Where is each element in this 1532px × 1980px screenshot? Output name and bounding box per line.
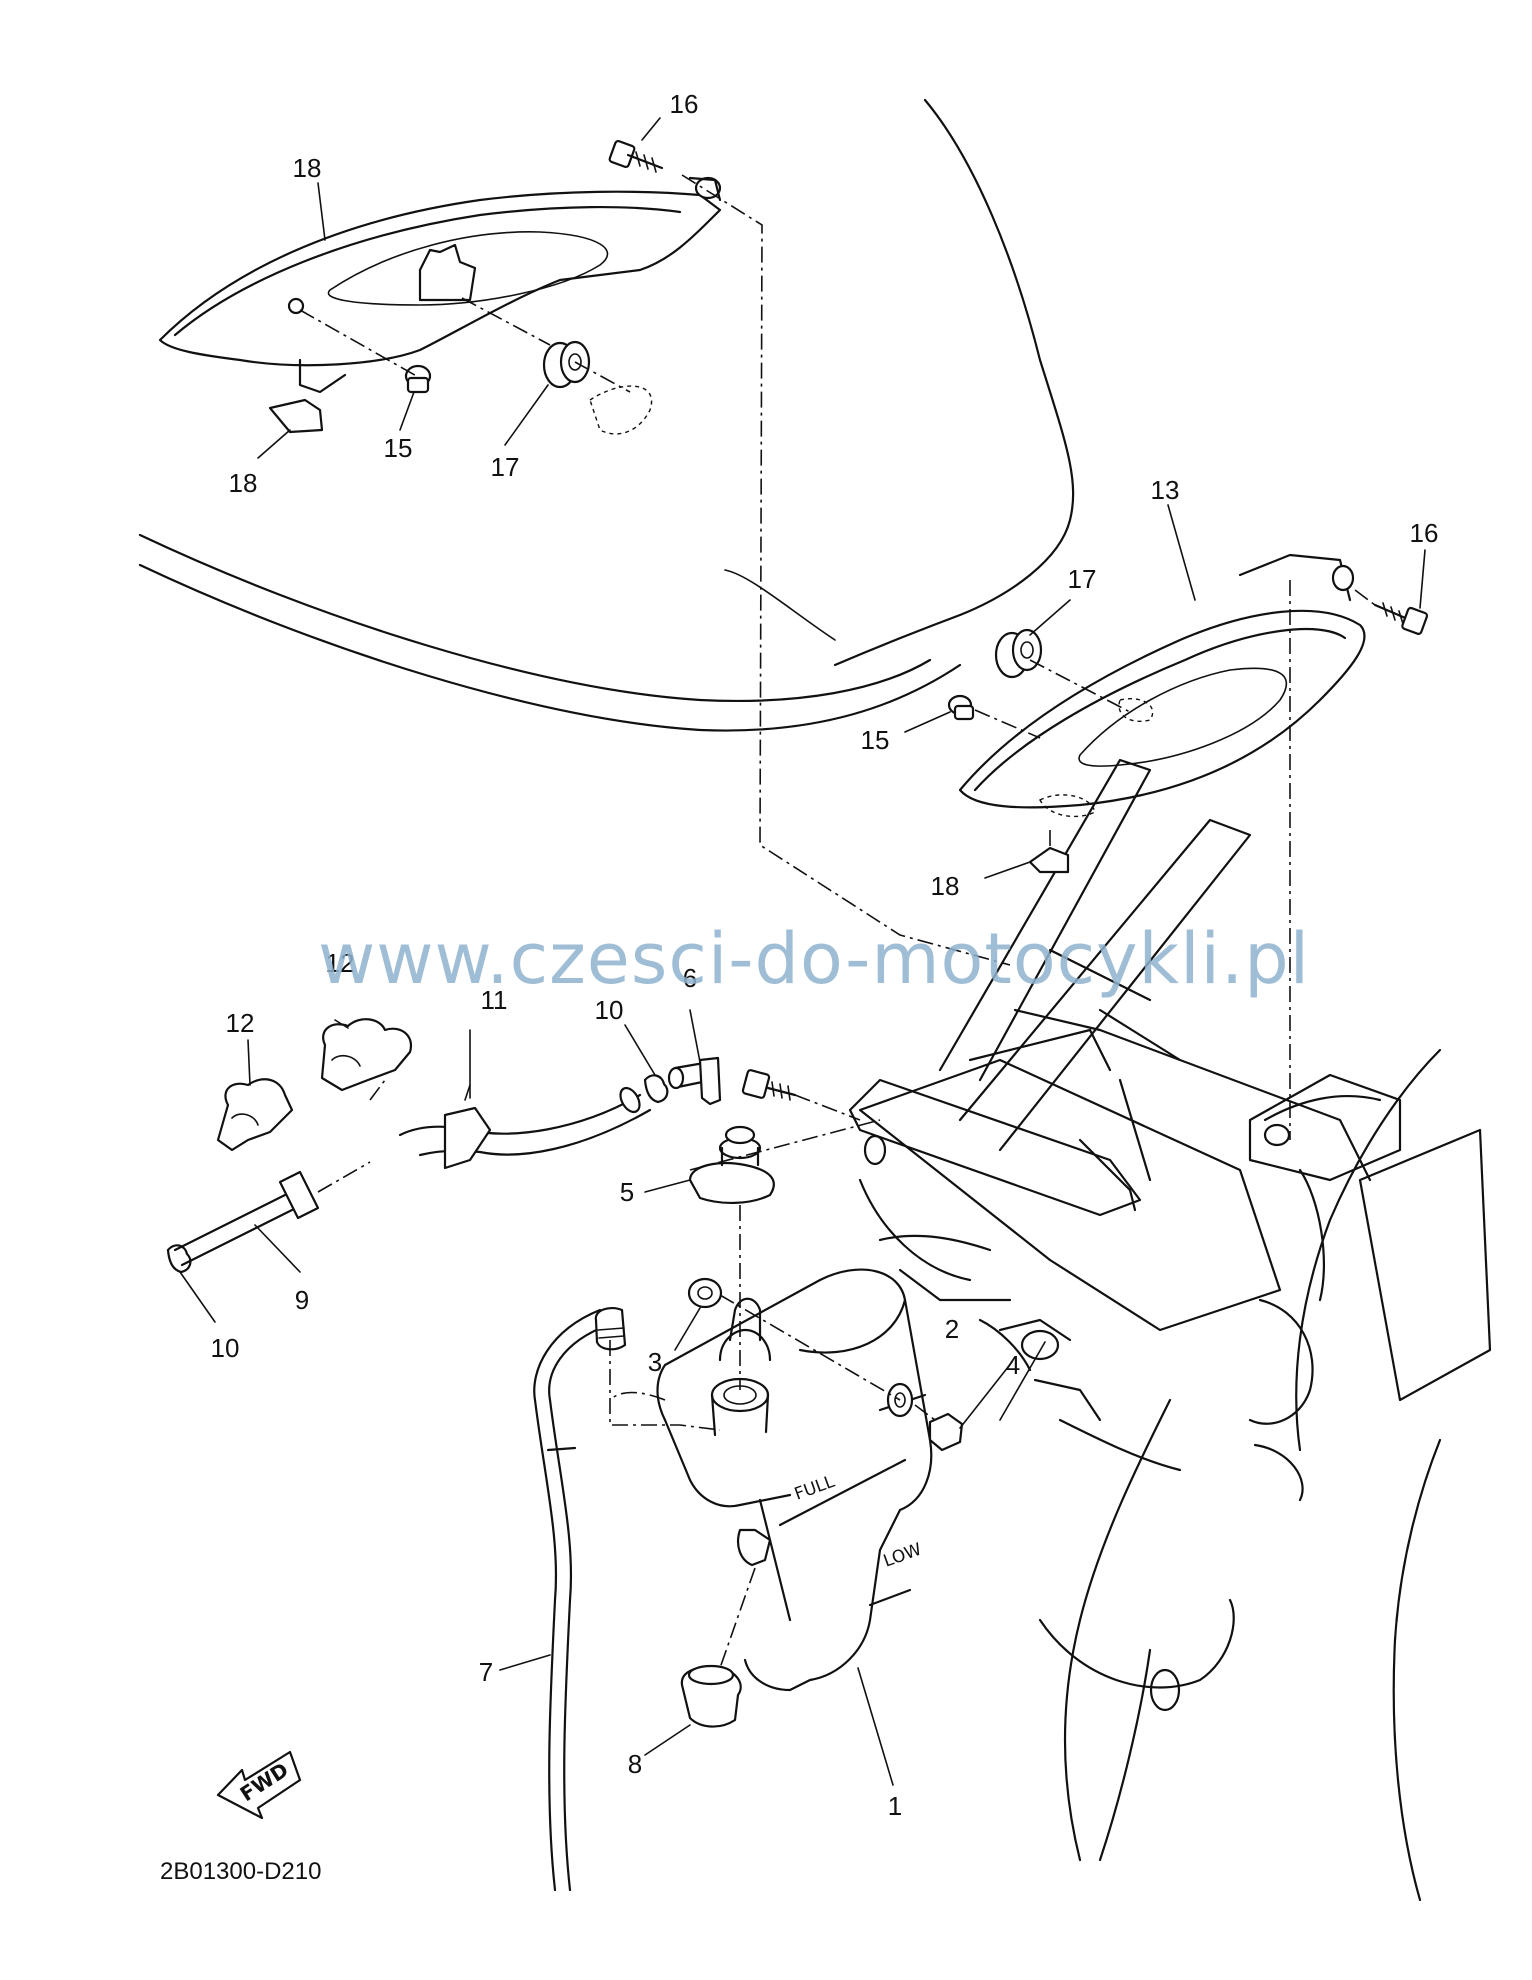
callout-18a: 18 [228, 468, 258, 498]
part-10-clip-right [643, 1074, 669, 1104]
part-15-screw-lower [947, 694, 975, 721]
part-8-drain-cap [680, 1664, 742, 1728]
assembly-lines [299, 174, 1376, 1669]
part-12-clamp-left [216, 1078, 294, 1152]
callout-17a: 17 [490, 452, 520, 482]
part-4-nut [928, 1412, 964, 1452]
callout-12b: 12 [325, 948, 355, 978]
part-18-clip-lower [1028, 846, 1070, 874]
callout-7: 7 [478, 1657, 494, 1687]
part-17-grommet-upper [542, 340, 591, 389]
tank-full-mark: FULL [792, 1472, 838, 1505]
hidden-hole-upper [589, 385, 653, 435]
part-6-fitting [667, 1056, 722, 1106]
part-9-vent-hose [173, 1161, 371, 1267]
part-17-grommet-lower [994, 628, 1043, 679]
callout-1: 1 [887, 1791, 903, 1821]
fwd-arrow-icon: FWD [216, 1750, 302, 1820]
callout-9: 9 [294, 1285, 310, 1315]
callout-12a: 12 [225, 1008, 255, 1038]
callout-14: 18 [292, 153, 322, 183]
callout-2: 2 [944, 1314, 960, 1344]
part-7-overflow-hose [533, 1306, 627, 1892]
callout-16b: 16 [1409, 518, 1439, 548]
drawing-code: 2B01300-D210 [160, 1858, 322, 1885]
part-12-clamp-upper [320, 1018, 413, 1092]
callout-10a: 10 [210, 1333, 240, 1363]
callout-4: 4 [1005, 1350, 1021, 1380]
callout-6: 6 [682, 963, 698, 993]
callout-15b: 15 [860, 725, 890, 755]
part-14-side-cover [158, 176, 722, 394]
frame-outline [138, 98, 1492, 1902]
watermark-url: www.czesci-do-motocykli.pl [318, 918, 1311, 1000]
callout-10b: 10 [594, 995, 624, 1025]
tank-mount-bolt [741, 1069, 797, 1101]
part-16-bolt-lower [1373, 602, 1429, 635]
callout-16a: 16 [669, 89, 699, 119]
leader-lines [179, 117, 1426, 1786]
callout-3: 3 [647, 1347, 663, 1377]
part-10-clip-left [166, 1244, 192, 1274]
callout-8: 8 [627, 1749, 643, 1779]
callout-17b: 17 [1067, 564, 1097, 594]
callout-13: 13 [1150, 475, 1180, 505]
part-1-reservoir-tank: FULL LOW [609, 1268, 933, 1692]
part-15-screw-upper [404, 364, 432, 394]
part-16-bolt-upper [608, 139, 664, 173]
callout-5: 5 [619, 1177, 635, 1207]
callout-11: 11 [480, 985, 508, 1015]
part-3-grommet [687, 1277, 723, 1309]
part-5-tank-cap [688, 1125, 775, 1205]
part-13-side-cover [958, 553, 1366, 818]
part-18-clip-upper [268, 398, 324, 434]
tank-low-mark: LOW [881, 1539, 925, 1571]
callout-18b: 18 [930, 871, 960, 901]
callout-15a: 15 [383, 433, 413, 463]
part-11-hose-clamp [398, 1084, 652, 1170]
